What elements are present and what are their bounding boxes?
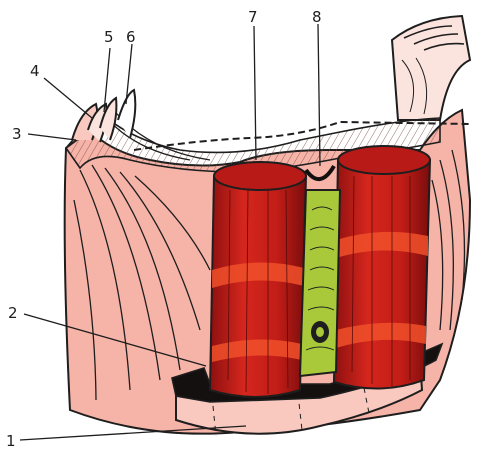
label-1: 1: [6, 432, 16, 450]
label-6: 6: [126, 28, 136, 46]
right-layer-flaps: [392, 16, 470, 120]
label-5: 5: [104, 28, 114, 46]
label-8: 8: [312, 8, 322, 26]
label-4: 4: [30, 62, 40, 80]
label-7: 7: [248, 8, 258, 26]
label-2: 2: [8, 304, 18, 322]
right-rectus-muscle: [334, 146, 430, 389]
label-3: 3: [12, 125, 22, 143]
left-rectus-muscle: [210, 162, 306, 397]
linea-alba: [300, 190, 340, 376]
